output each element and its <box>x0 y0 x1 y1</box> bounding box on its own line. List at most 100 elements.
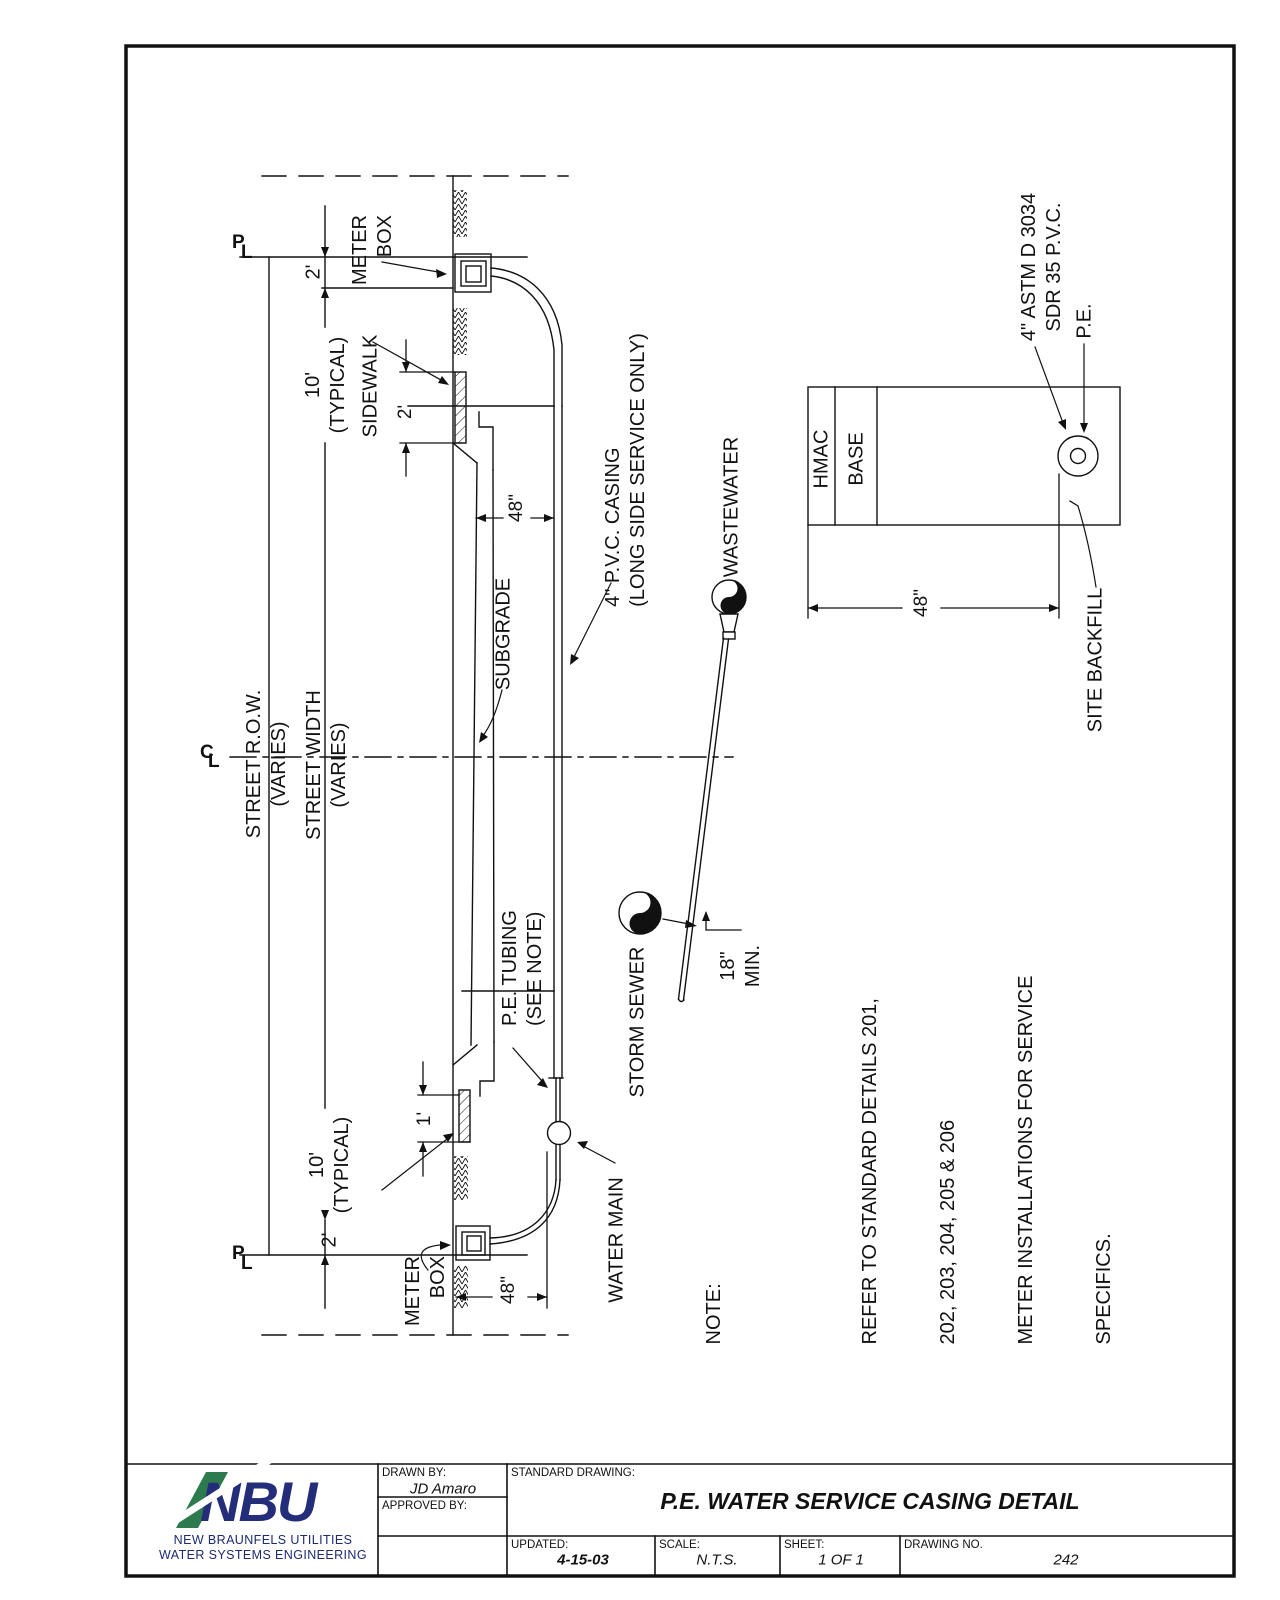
dim-arrow <box>537 1293 547 1301</box>
grass-hatch <box>454 1266 468 1308</box>
arrowhead <box>1058 419 1066 430</box>
leader-casing <box>573 582 612 658</box>
water-main-icon <box>546 1120 572 1146</box>
street-section <box>229 175 734 1336</box>
label-street-row: STREET R.O.W. (VARIES) <box>243 689 290 839</box>
pe-tubing-linework <box>489 267 563 1245</box>
pipe-fitting <box>719 613 739 633</box>
arrowhead <box>436 269 447 278</box>
pl-symbol-p: P <box>232 232 245 253</box>
tubing-curve-bottom <box>489 1179 557 1239</box>
dim-arrow <box>476 514 486 522</box>
dim-arrow <box>808 604 818 612</box>
title-block-grid <box>125 1463 1235 1577</box>
dim-arrow <box>456 1293 466 1301</box>
tubing-curve-top <box>490 275 555 407</box>
arrowhead <box>577 1141 588 1149</box>
pe-tubing-section-icon <box>1069 447 1087 465</box>
dim-arrow <box>1049 604 1059 612</box>
label-dim-48in-top: 48" <box>506 494 528 522</box>
arrowhead <box>443 1133 454 1142</box>
pl-symbol-p: P <box>232 1243 245 1264</box>
sheet-border <box>124 44 1236 1578</box>
nbu-logo: NBU <box>159 1455 321 1533</box>
note-line: METER INSTALLATIONS FOR SERVICE <box>1015 975 1037 1345</box>
dim-arrow <box>321 247 329 257</box>
label-water-main: WATER MAIN <box>605 1177 628 1303</box>
curb-top <box>478 411 494 471</box>
curb-bottom <box>479 1041 495 1097</box>
leader-meter-box-bottom <box>420 1244 441 1271</box>
label-dim-10ft-bottom: 10' (TYPICAL) <box>306 1116 353 1214</box>
scale-value: N.T.S. <box>696 1551 738 1569</box>
label-dim-2ft-bottom: 2' <box>318 1232 341 1248</box>
dim-arrow <box>321 1255 329 1265</box>
label-hmac: HMAC <box>810 429 833 489</box>
dim-arrow <box>544 514 554 522</box>
tubing-curve-bottom <box>489 1179 561 1245</box>
logo-org-line2: WATER SYSTEMS ENGINEERING <box>159 1548 367 1562</box>
tubing-run <box>555 1077 561 1122</box>
dim-arrow <box>402 443 410 453</box>
dim-arrow <box>419 1142 427 1152</box>
meter-box-top-icon <box>454 253 492 293</box>
dim-arrow <box>321 1210 329 1220</box>
leader-subgrade <box>481 689 503 738</box>
drawing-title: P.E. WATER SERVICE CASING DETAIL <box>660 1488 1080 1514</box>
sheet-value: 1 OF 1 <box>818 1551 864 1569</box>
label-meter-box-top: METER BOX <box>349 215 396 285</box>
drawing-no-value: 242 <box>1053 1551 1079 1569</box>
approved-by-label: APPROVED BY: <box>382 1500 468 1512</box>
dim-arrow <box>419 1085 427 1095</box>
leader-sidewalk-top <box>372 341 442 381</box>
arrowhead <box>440 1241 451 1250</box>
pavement-section-box <box>807 386 1121 526</box>
tubing-curve-top <box>490 267 563 407</box>
sewer-pipe-end <box>677 998 685 1003</box>
arrowhead <box>479 732 488 743</box>
note-heading: NOTE: <box>703 1283 725 1345</box>
dim-arrow <box>402 362 410 372</box>
grass-hatch <box>454 1156 468 1200</box>
label-meter-box-bottom: METER BOX <box>402 1256 449 1326</box>
drawn-by-value: JD Amaro <box>409 1480 477 1498</box>
label-base: BASE <box>845 432 868 486</box>
leader-sidewalk-bottom <box>381 1138 448 1191</box>
extension-line <box>399 371 463 444</box>
label-storm-sewer: STORM SEWER <box>626 946 649 1098</box>
leader-meter-box-top <box>381 261 439 273</box>
logo-slash <box>159 1455 275 1533</box>
pipe-fitting <box>722 631 736 640</box>
leader-line <box>705 912 742 931</box>
note-block: NOTE: REFER TO STANDARD DETAILS 201, 202… <box>649 976 1143 1345</box>
extension-line <box>807 473 1060 619</box>
label-pe: P.E. <box>1073 303 1096 339</box>
subgrade-line <box>492 469 495 1043</box>
label-pvc-casing: 4" P.V.C. CASING (LONG SIDE SERVICE ONLY… <box>602 333 649 607</box>
sidewalk-top <box>454 371 467 444</box>
label-dim-1ft: 1' <box>414 1111 436 1127</box>
dim-arrow <box>321 288 329 298</box>
sewer-pipe <box>682 638 730 1001</box>
updated-label: UPDATED: <box>511 1539 569 1551</box>
gutter-top <box>452 442 478 464</box>
leader-astm-pipe <box>1034 346 1064 424</box>
gutter-bottom <box>452 1044 478 1066</box>
pl-symbol-l: L <box>241 242 253 263</box>
label-dim-48in-detail: 48" <box>911 589 933 617</box>
cl-symbol-c: C <box>200 742 214 763</box>
label-dim-48in-bottom: 48" <box>498 1276 520 1304</box>
label-dim-2ft-top: 2' <box>302 264 325 280</box>
note-spacer <box>779 976 805 1345</box>
label-dim-10ft-top: 10' (TYPICAL) <box>302 336 349 434</box>
label-site-backfill: SITE BACKFILL <box>1084 587 1107 733</box>
arrowhead <box>685 920 697 928</box>
storm-manhole-fill <box>629 892 661 934</box>
label-sidewalk-top: SIDEWALK <box>359 334 382 438</box>
dim-arrow <box>702 911 710 921</box>
sidewalk-bottom <box>458 1089 471 1143</box>
sewer-pipe <box>677 637 725 1000</box>
label-subgrade: SUBGRADE <box>492 577 515 691</box>
